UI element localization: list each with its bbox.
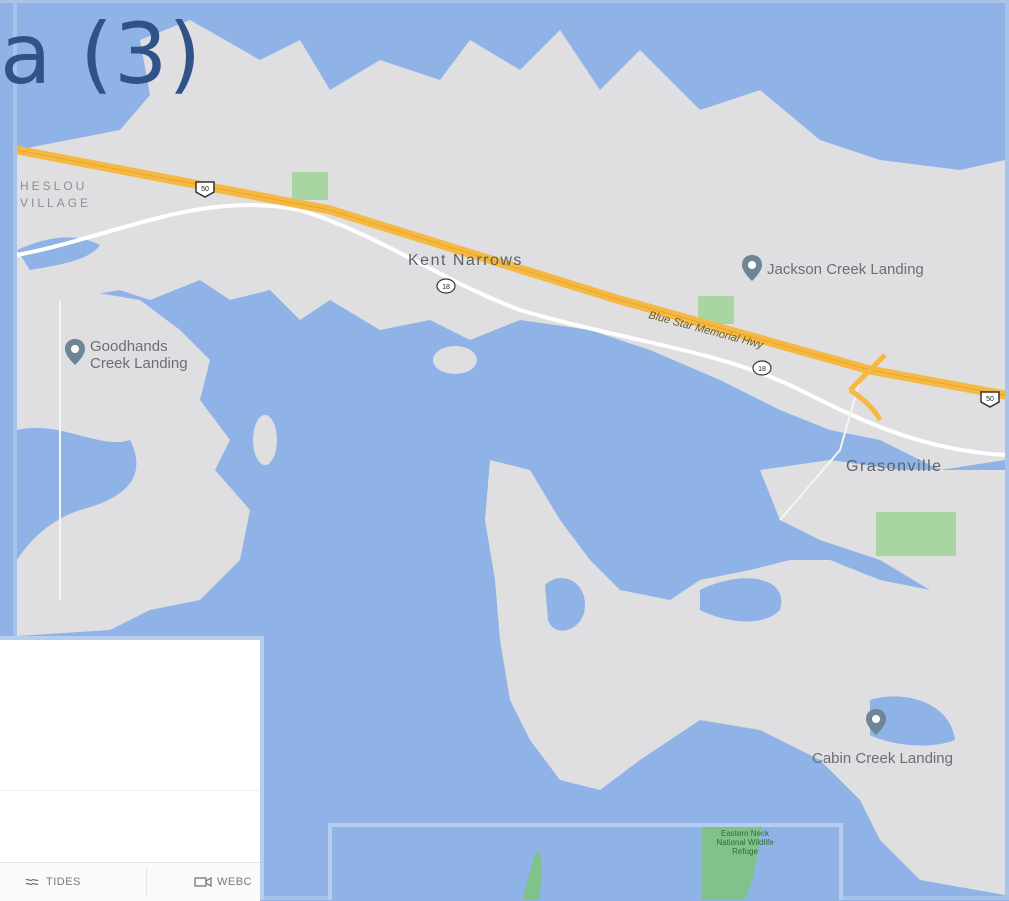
webcam-icon [194,876,212,888]
tides-icon [25,878,39,886]
place-grasonville[interactable]: Grasonville [846,458,943,475]
md18-shield-icon: 18 [436,278,456,294]
park-kent-narrows [292,172,328,200]
place-jackson-creek-landing[interactable]: Jackson Creek Landing [767,261,924,278]
land-south-peninsula [485,460,1005,895]
place-chesapeake-village: HESLOU VILLAGE [20,179,92,210]
us50-shield-east-icon: 50 [980,391,1000,408]
land-north [17,20,1005,470]
md18-shield-label: 18 [442,284,450,291]
highway-us50-edge [16,149,1006,396]
tab-tides-label: TIDES [46,876,81,888]
tab-webcam[interactable]: WEBC [194,863,252,901]
cabin-creek-water [870,696,955,746]
creek-west [17,427,137,560]
highway-interchange [848,353,887,422]
bay-east [700,578,782,622]
place-cabin-creek-landing[interactable]: Cabin Creek Landing [812,750,953,767]
md18-shield-east-label: 18 [758,366,766,373]
us50-shield-icon: 50 [195,181,215,198]
location-pin-icon[interactable] [865,708,887,736]
island-small-1 [253,415,277,465]
creek-west-2 [17,237,100,270]
page-heading: a (3) [0,5,203,103]
tab-tides[interactable]: TIDES [25,863,81,901]
us50-shield-label: 50 [201,186,209,193]
place-kent-narrows[interactable]: Kent Narrows [408,252,523,269]
tab-webcam-label: WEBC [217,876,252,888]
place-goodhands-creek-landing[interactable]: Goodhands Creek Landing [90,338,188,372]
park-grasonville [876,512,956,556]
island-small-2 [433,346,477,374]
inset-land-left [522,849,542,900]
tab-separator [146,867,147,897]
card-divider [0,790,260,791]
location-pin-icon[interactable] [741,254,763,282]
inset-land-right [702,827,762,900]
card-tab-bar: TIDES WEBC [0,862,260,901]
frame-left-border [13,0,17,640]
road-local-3 [779,379,861,521]
inset-refuge-label: Eastern Neck National Wildlife Refuge [716,829,774,856]
us50-shield-east-label: 50 [986,396,994,403]
pond-south [545,577,585,631]
md18-shield-east-icon: 18 [752,360,772,376]
info-card: TIDES WEBC [0,636,264,901]
inset-map-canvas [522,827,762,900]
road-md18 [16,203,1006,457]
frame-right-border [1005,0,1009,900]
inset-map[interactable]: Eastern Neck National Wildlife Refuge [328,823,843,900]
frame-top-border [0,0,1009,3]
location-pin-icon[interactable] [64,338,86,366]
